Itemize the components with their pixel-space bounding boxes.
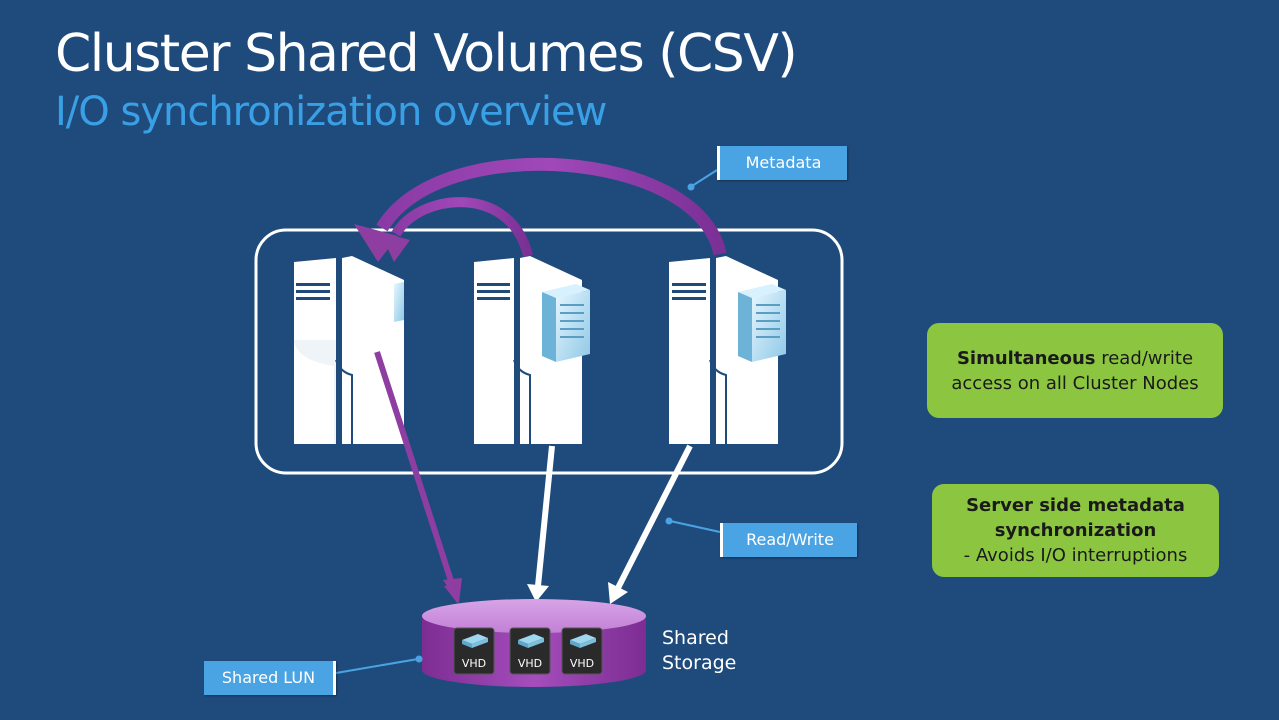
- vhd-3-label: VHD: [570, 657, 594, 670]
- callout-2-text: - Avoids I/O interruptions: [963, 545, 1188, 566]
- server-node-1: [294, 256, 404, 444]
- vhd-3: VHD: [561, 627, 603, 675]
- callout-1-text: read/write access on all Cluster Nodes: [951, 347, 1199, 394]
- io-arrow-node-2: [527, 445, 555, 602]
- server-2-icon: [542, 284, 590, 362]
- vhd-1: VHD: [453, 627, 495, 675]
- slide-title: Cluster Shared Volumes (CSV): [55, 24, 798, 84]
- metadata-tag: Metadata: [717, 146, 847, 180]
- callout-simultaneous-access: Simultaneous read/write access on all Cl…: [927, 323, 1223, 418]
- server-node-2: [474, 256, 590, 444]
- callout-1-bold: Simultaneous: [956, 347, 1096, 369]
- callout-2-bold: Server side metadata synchronization: [966, 495, 1185, 541]
- io-arrow-node-3: [608, 444, 693, 604]
- vhd-1-label: VHD: [462, 657, 486, 670]
- metadata-connector: [687, 169, 718, 191]
- server-3-icon: [738, 284, 786, 362]
- metadata-arrow-outer: [354, 157, 727, 262]
- io-arrow-node-1: [374, 351, 462, 604]
- shared-lun-connector: [335, 655, 423, 674]
- read-write-connector: [665, 517, 721, 533]
- read-write-tag: Read/Write: [720, 523, 857, 557]
- shared-storage-label: Shared Storage: [662, 626, 762, 676]
- vhd-2: VHD: [509, 627, 551, 675]
- callout-metadata-sync: Server side metadata synchronization - A…: [932, 484, 1219, 577]
- server-node-3: [669, 256, 786, 444]
- shared-storage-label-line1: Shared: [662, 627, 729, 649]
- metadata-arrow-inner: [380, 197, 533, 262]
- slide-subtitle: I/O synchronization overview: [55, 89, 607, 135]
- shared-lun-tag: Shared LUN: [204, 661, 336, 695]
- vhd-2-label: VHD: [518, 657, 542, 670]
- shared-storage-label-line2: Storage: [662, 652, 737, 674]
